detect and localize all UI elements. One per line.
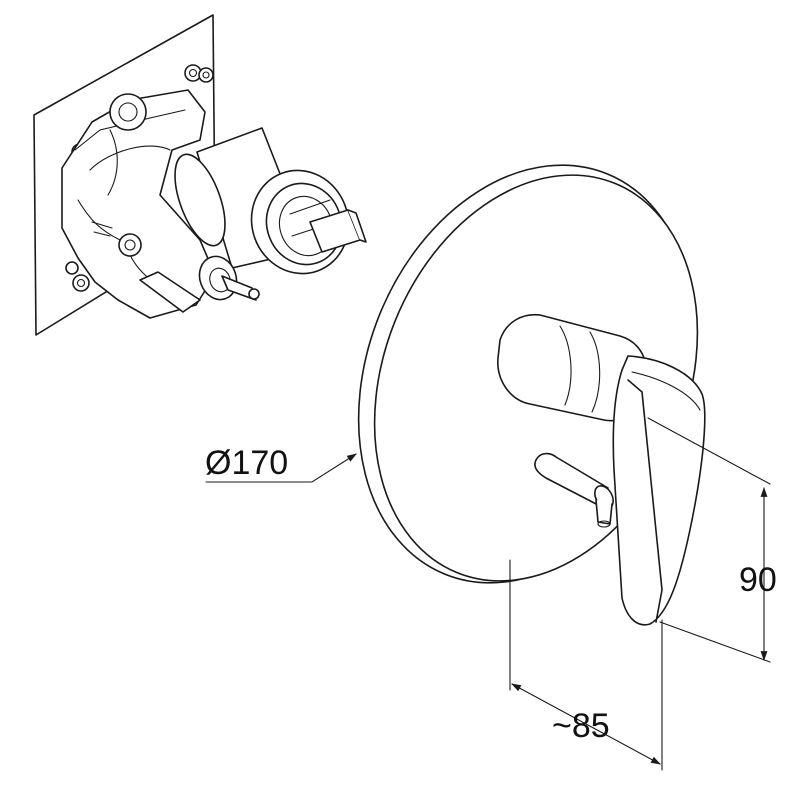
side-bolt (118, 233, 142, 257)
top-boss (109, 93, 147, 131)
dimension-diameter: Ø170 (205, 444, 357, 483)
lower-branch (139, 271, 201, 313)
trim-assembly (357, 164, 706, 626)
valve-casting (61, 89, 216, 319)
dimension-height: 90 (647, 417, 777, 663)
projection-label: ~85 (552, 707, 610, 745)
height-label: 90 (739, 561, 777, 599)
dimension-projection: ~85 (509, 559, 663, 771)
diverter-valve (198, 255, 260, 301)
diameter-label: Ø170 (205, 444, 288, 482)
concealed-valve-body (33, 14, 367, 336)
